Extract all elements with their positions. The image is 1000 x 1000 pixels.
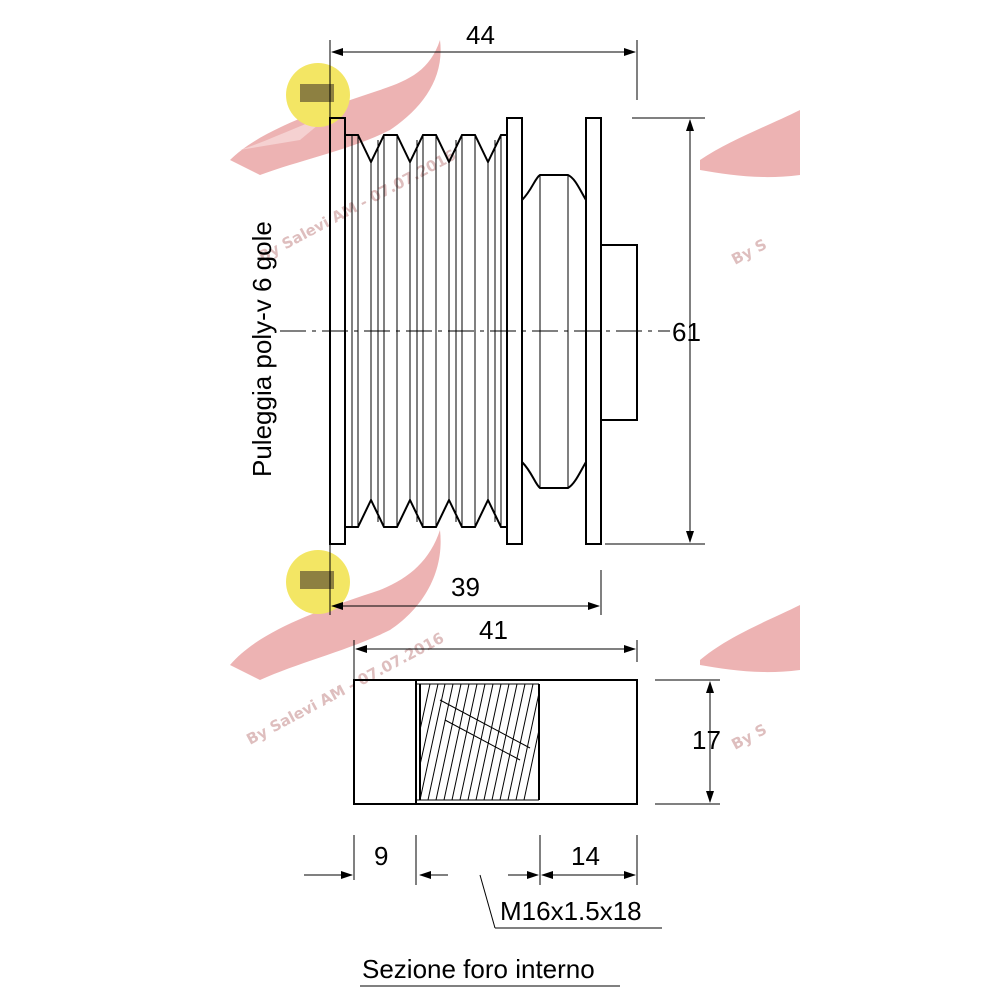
dimension-label-61: 61: [672, 317, 701, 347]
watermark-text: By S: [728, 235, 769, 268]
thread-hatching: [419, 683, 540, 801]
dimension-44: 44: [329, 20, 638, 118]
thread-spec-label: M16x1.5x18: [500, 896, 642, 926]
watermark-text: By S: [728, 720, 769, 753]
dimension-label-14: 14: [571, 841, 600, 871]
dimension-label-41: 41: [479, 615, 508, 645]
dimension-label-39: 39: [451, 572, 480, 602]
dimension-label-17: 17: [692, 725, 721, 755]
watermark-mid-right: By S: [700, 605, 800, 754]
nose: [600, 244, 638, 421]
dimension-label-9: 9: [374, 841, 388, 871]
dimension-41: 41: [353, 615, 638, 680]
section-caption-text: Sezione foro interno: [362, 954, 595, 984]
bore-section: [353, 679, 638, 805]
leader-line: [479, 874, 496, 929]
section-caption: Sezione foro interno: [360, 954, 620, 987]
dimension-39: 39: [329, 544, 602, 615]
dimension-bottom-chain: 9 14: [304, 835, 638, 885]
car-icon: [300, 84, 334, 102]
dimension-61: 61: [605, 117, 705, 545]
car-icon: [300, 571, 334, 589]
thread-callout: M16x1.5x18: [479, 874, 662, 929]
vertical-title: Puleggia poly-v 6 gole: [247, 221, 277, 477]
pulley-side-view: [280, 117, 670, 545]
groove-profile-bottom: [345, 497, 507, 528]
wing-icon: [230, 530, 441, 680]
groove-profile-top: [345, 134, 507, 165]
dimension-label-44: 44: [466, 20, 495, 50]
watermark-mid-left: By Salevi AM - 07.07.2016: [230, 530, 447, 749]
bore-outline: [353, 679, 638, 805]
wing-icon: [700, 605, 800, 673]
watermark-top-right: By S: [700, 110, 800, 269]
wing-icon: [700, 110, 800, 178]
dimension-17: 17: [655, 679, 721, 805]
